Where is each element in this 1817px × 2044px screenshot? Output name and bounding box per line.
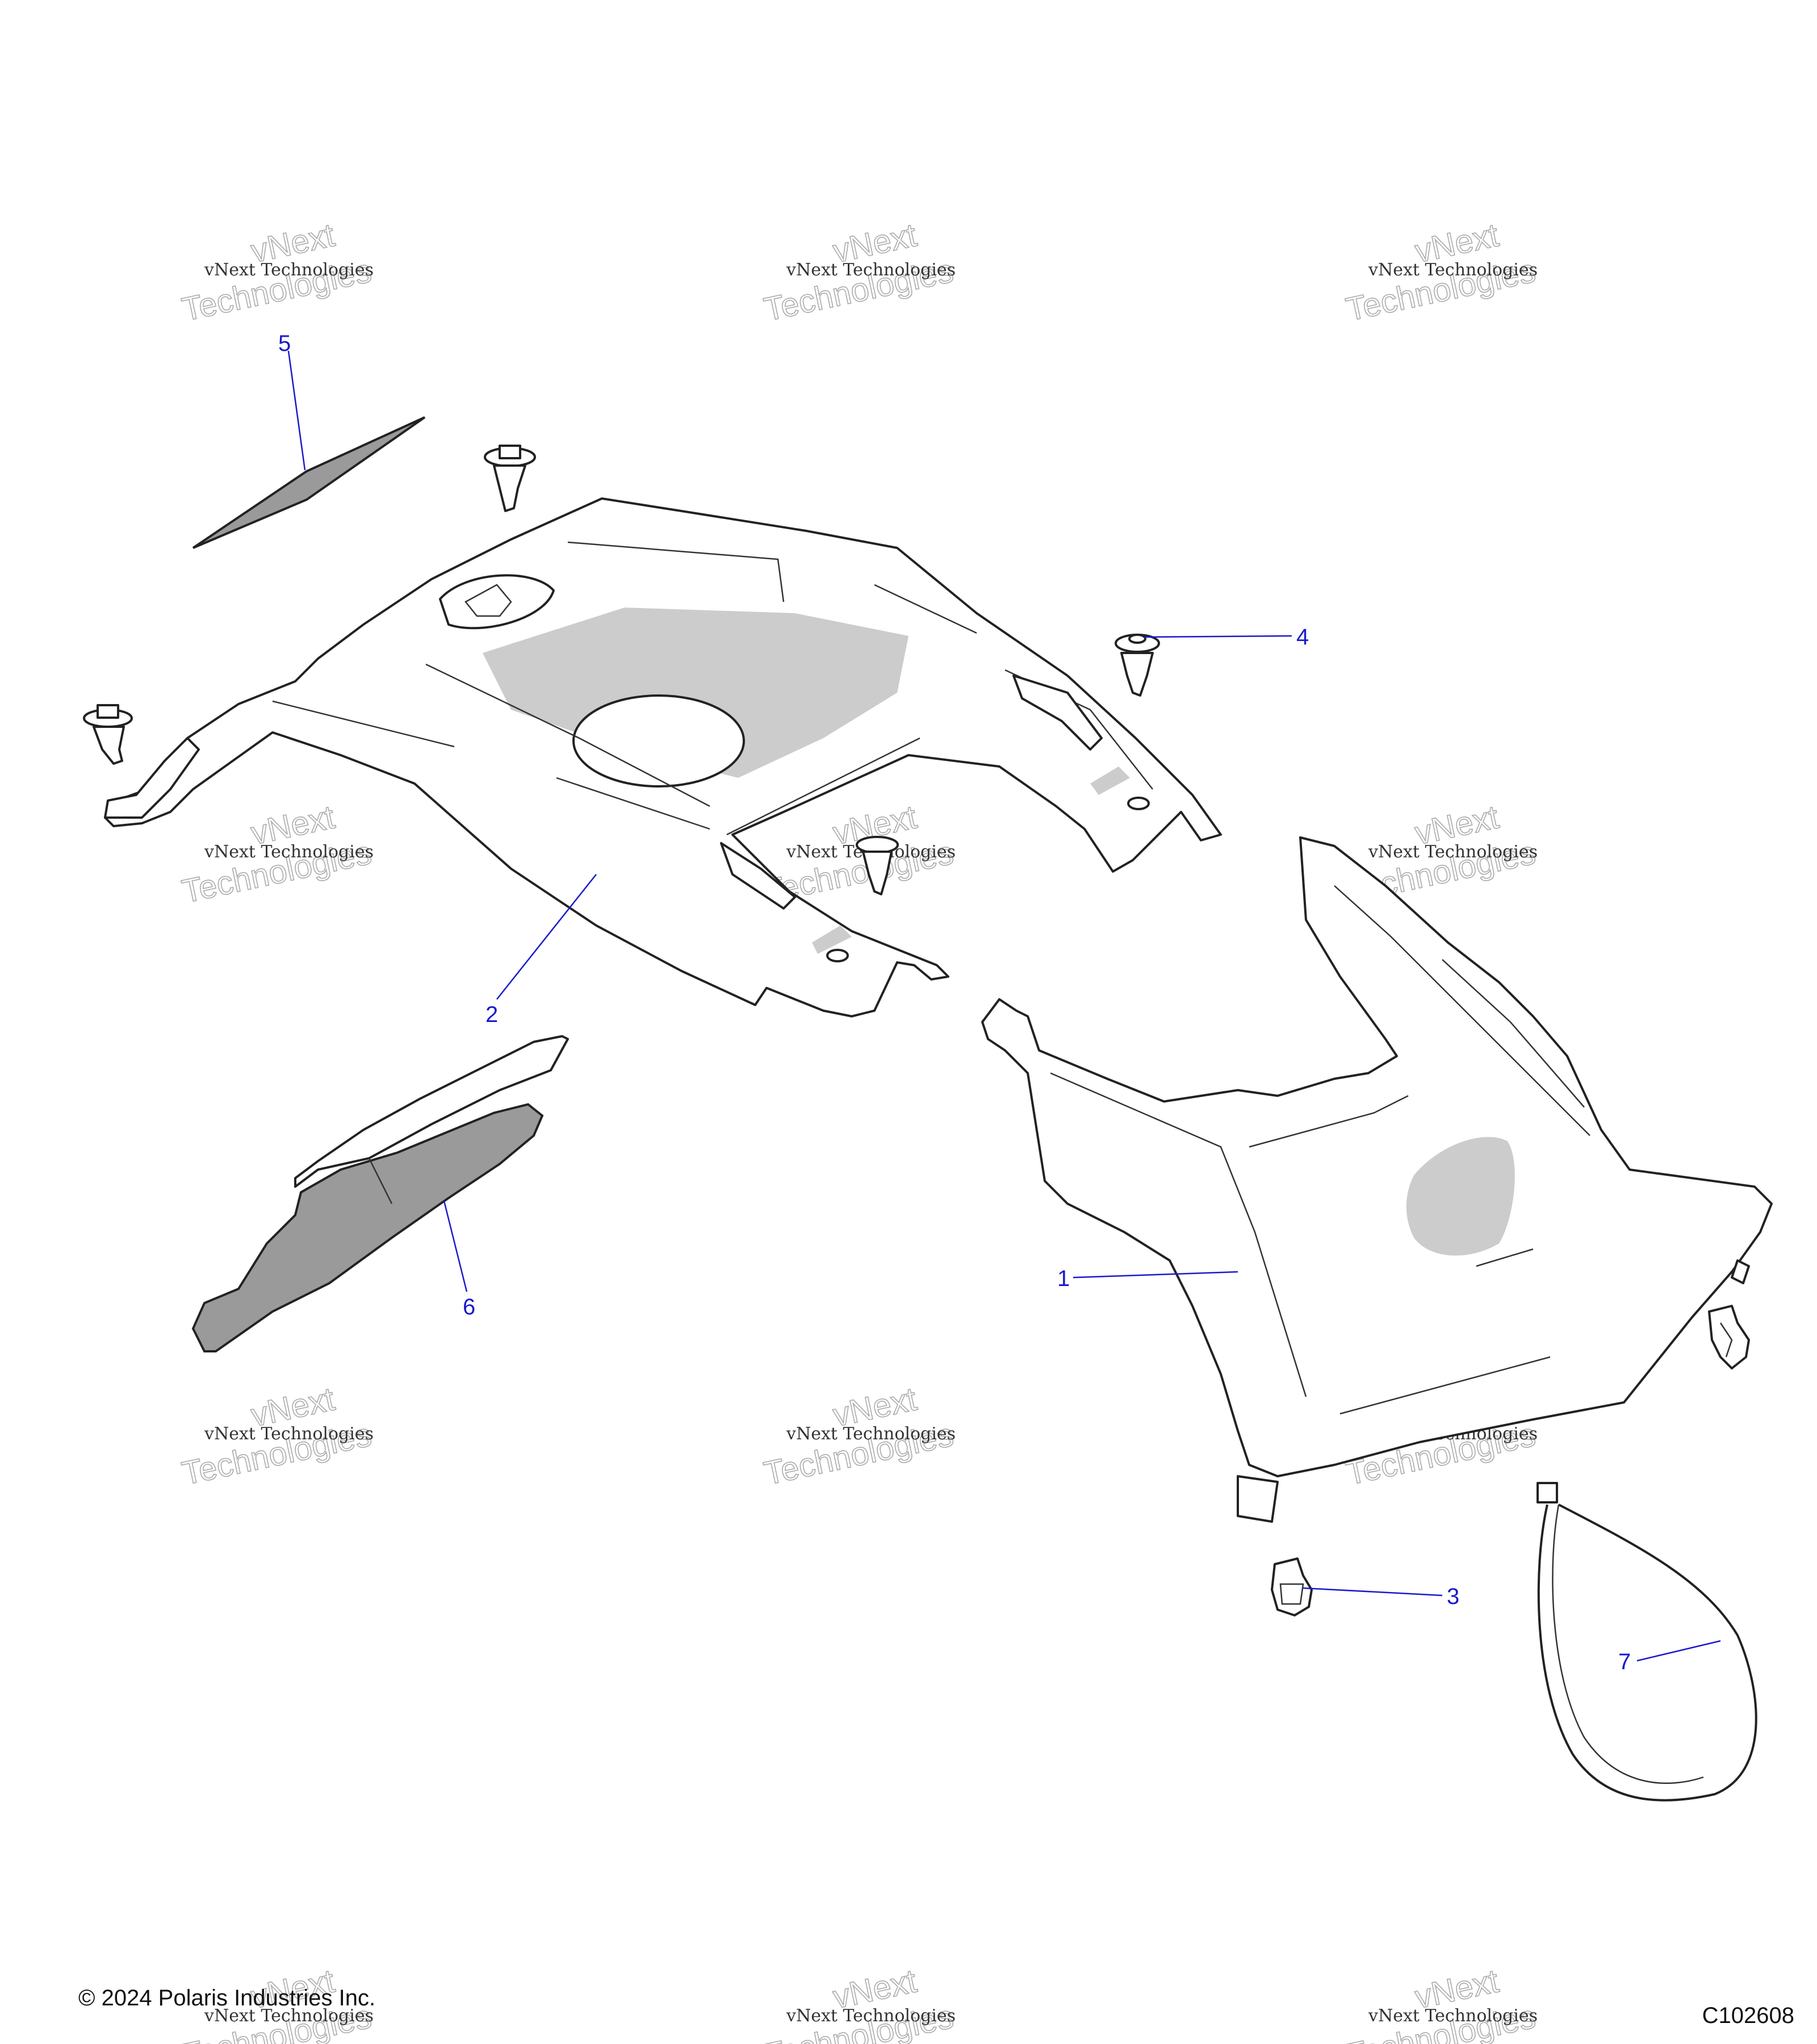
- callout-5: 5: [278, 331, 291, 356]
- leader-2: [496, 874, 597, 1000]
- watermark-small-line: vNext Technologies: [1368, 2006, 1538, 2026]
- leader-4: [1144, 635, 1292, 638]
- copyright-text: © 2024 Polaris Industries Inc.: [78, 1986, 375, 2011]
- diagram-code: C102608: [1702, 2003, 1794, 2028]
- watermark-small-line: vNext Technologies: [1368, 842, 1538, 862]
- part-cable-tie: [1537, 1482, 1757, 1802]
- part-push-rivet-top: [484, 445, 536, 512]
- callout-1: 1: [1057, 1266, 1070, 1291]
- leader-3: [1303, 1587, 1443, 1597]
- watermark-small-line: vNext Technologies: [786, 260, 956, 280]
- watermark-small-line: vNext Technologies: [204, 1424, 374, 1444]
- part-clip-upper: [1708, 1305, 1750, 1369]
- watermark-small-line: vNext Technologies: [204, 842, 374, 862]
- callout-2: 2: [485, 1002, 498, 1027]
- leader-7: [1636, 1640, 1721, 1662]
- part-push-rivet-right: [1115, 634, 1160, 697]
- part-rear-fender: [104, 497, 1222, 1017]
- callout-6: 6: [463, 1295, 475, 1320]
- watermark-small-line: vNext Technologies: [204, 260, 374, 280]
- callout-3: 3: [1447, 1584, 1459, 1609]
- part-push-rivet-left: [83, 704, 133, 765]
- part-clip: [1271, 1557, 1313, 1616]
- part-side-panel: [981, 836, 1773, 1523]
- watermark-small-line: vNext Technologies: [786, 1424, 956, 1444]
- callout-7: 7: [1618, 1649, 1631, 1674]
- leader-5: [287, 350, 306, 471]
- watermark-small-line: vNext Technologies: [204, 2006, 374, 2026]
- part-decal-strip: [192, 416, 426, 549]
- leader-1: [1073, 1271, 1238, 1279]
- leader-6: [443, 1200, 468, 1292]
- watermark-small-line: vNext Technologies: [786, 2006, 956, 2026]
- part-push-rivet-center: [856, 836, 899, 895]
- leader-lines: [287, 350, 1721, 1662]
- part-seat-pad: [191, 1035, 569, 1352]
- callout-4: 4: [1296, 625, 1309, 650]
- callouts: 1 2 3 4 5 6 7: [278, 331, 1631, 1674]
- watermark-small-line: vNext Technologies: [1368, 260, 1538, 280]
